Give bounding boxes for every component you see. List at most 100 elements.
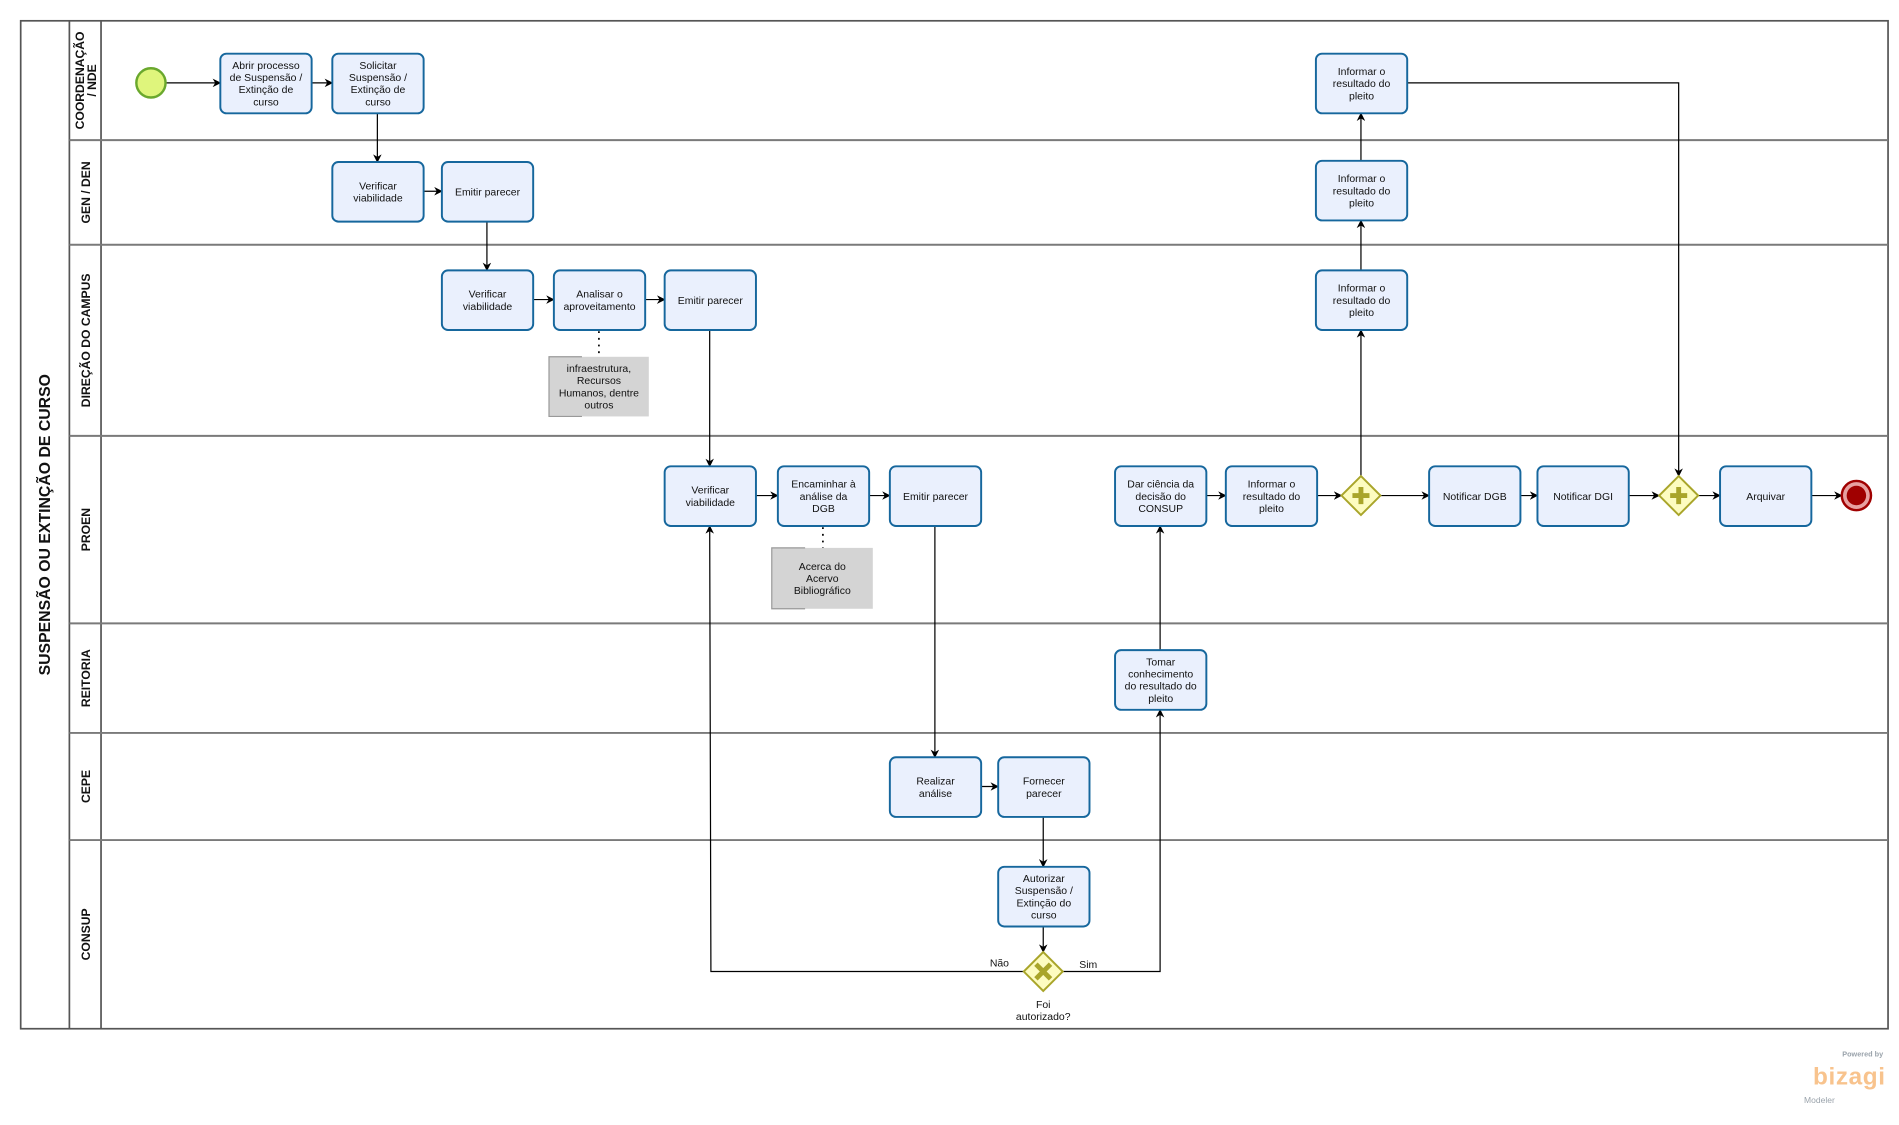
lane-label: CEPE: [79, 770, 93, 803]
label-line: curso: [1031, 911, 1057, 922]
label-line: Arquivar: [1746, 492, 1785, 503]
label-line: Encaminhar à: [791, 480, 856, 491]
label-line: Autorizar: [1023, 874, 1065, 885]
label-line: Dar ciência da: [1127, 480, 1194, 491]
label-line: Analisar o: [576, 290, 623, 301]
sequence-flow[interactable]: [1407, 82, 1683, 477]
task-notificar-dgb[interactable]: Notificar DGB: [1428, 465, 1522, 527]
label-line: pleito: [1148, 694, 1173, 705]
label-line: Solicitar: [359, 61, 397, 72]
powered-by-text: Powered by: [1842, 1050, 1884, 1059]
flow-label-sim: Sim: [1079, 960, 1097, 971]
lane-label-line: DIREÇÃO DO CAMPUS: [78, 273, 93, 407]
plus-icon: [1352, 487, 1370, 505]
label-line: Tomar: [1146, 657, 1176, 668]
label-line: Abrir processo: [232, 61, 300, 72]
label-line: Foi: [1036, 1000, 1051, 1011]
label-line: pleito: [1349, 308, 1374, 319]
label-line: pleito: [1259, 504, 1284, 515]
sequence-flows: [165, 78, 1843, 973]
label-line: resultado do: [1333, 296, 1391, 307]
task-emitir-parecer[interactable]: Emitir parecer: [663, 269, 757, 331]
lane-label-line: COORDENAÇÃO: [72, 31, 87, 129]
lane-label-line: REITORIA: [79, 649, 93, 707]
label-line: parecer: [1026, 789, 1062, 800]
label-line: viabilidade: [686, 498, 736, 509]
parallel-gateway-join[interactable]: [1657, 474, 1700, 517]
label-line: de Suspensão /: [230, 73, 303, 84]
label-line: pleito: [1349, 91, 1374, 102]
label-line: Recursos: [577, 376, 621, 387]
label-line: Informar o: [1338, 284, 1386, 295]
swimlanes: SUSPENSÃO OU EXTINÇÃO DE CURSO COORDENAÇÃ…: [19, 19, 1889, 1030]
plus-icon: [1670, 487, 1688, 505]
label-line: viabilidade: [353, 194, 403, 205]
task-emitir-parecer[interactable]: Emitir parecer: [888, 465, 983, 527]
task-verificar-viabilidade[interactable]: Verificar viabilidade: [331, 161, 425, 223]
label-line: curso: [253, 97, 279, 108]
label-line: Fornecer: [1023, 777, 1065, 788]
label-line: DGB: [812, 504, 835, 515]
pool-title: SUSPENSÃO OU EXTINÇÃO DE CURSO: [34, 374, 54, 675]
label-line: Bibliográfico: [794, 586, 851, 597]
label-line: do resultado do: [1125, 682, 1197, 693]
parallel-gateway-split[interactable]: [1340, 474, 1382, 517]
lane-label-line: PROEN: [79, 508, 93, 551]
label-line: Suspensão /: [1015, 886, 1073, 897]
lane-label-line: CONSUP: [79, 908, 93, 960]
pool-frame: [19, 19, 1889, 1030]
label-line: Verificar: [691, 486, 729, 497]
bizagi-logo: Powered by bizagi Modeler: [1804, 1050, 1885, 1105]
label-line: Acervo: [806, 574, 839, 585]
label-line: Informar o: [1338, 174, 1386, 185]
label-line: pleito: [1349, 198, 1374, 209]
label-line: infraestrutura,: [567, 364, 632, 375]
label-line: Informar o: [1338, 67, 1386, 78]
task-notificar-dgi[interactable]: Notificar DGI: [1536, 465, 1630, 527]
label-line: viabilidade: [463, 302, 513, 313]
label-line: Suspensão /: [349, 73, 407, 84]
product-text: Modeler: [1804, 1095, 1835, 1105]
label-line: resultado do: [1333, 186, 1391, 197]
lane-label: PROEN: [79, 508, 93, 551]
task-arquivar[interactable]: Arquivar: [1719, 465, 1813, 527]
label-line: Humanos, dentre: [559, 388, 639, 399]
lane-label-line: GEN / DEN: [79, 161, 93, 223]
start-event[interactable]: [135, 67, 167, 99]
label-line: conhecimento: [1128, 670, 1193, 681]
label-line: Verificar: [359, 181, 397, 192]
exclusive-gateway-foi-autorizado[interactable]: [1022, 950, 1065, 993]
task-emitir-parecer[interactable]: Emitir parecer: [440, 161, 535, 223]
label-line: Informar o: [1248, 480, 1296, 491]
label-line: Emitir parecer: [678, 296, 744, 307]
label-line: Extinção do: [1017, 898, 1072, 909]
label-line: análise: [919, 789, 952, 800]
sequence-flow[interactable]: [1062, 708, 1165, 973]
label-line: outros: [584, 401, 613, 412]
lane-label: DIREÇÃO DO CAMPUS: [78, 273, 93, 407]
lane-label: GEN / DEN: [79, 161, 93, 223]
end-event[interactable]: [1840, 479, 1873, 512]
label-line: resultado do: [1333, 79, 1391, 90]
label-line: Extinção de: [351, 85, 406, 96]
sequence-flow[interactable]: [705, 525, 1024, 973]
